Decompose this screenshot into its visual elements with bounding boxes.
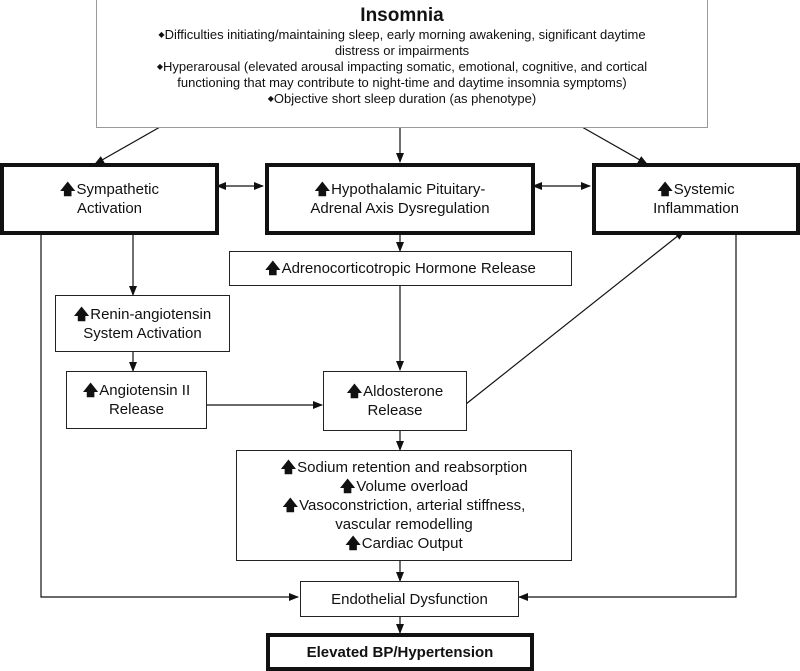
- up-arrow-icon: 🡅: [265, 260, 281, 277]
- sympathetic-activation-box: 🡅Sympathetic Activation: [0, 163, 219, 235]
- up-arrow-icon: 🡅: [82, 382, 99, 399]
- up-arrow-icon: 🡅: [339, 478, 356, 495]
- bullet-icon: ◆: [158, 30, 165, 39]
- insomnia-box: Insomnia ◆Difficulties initiating/mainta…: [96, 0, 708, 128]
- cardiovascular-effects-box: 🡅Sodium retention and reabsorption 🡅Volu…: [236, 450, 572, 561]
- acth-release-box: 🡅Adrenocorticotropic Hormone Release: [229, 251, 572, 286]
- bullet-icon: ◆: [156, 62, 163, 71]
- up-arrow-icon: 🡅: [346, 383, 363, 400]
- arrow-aldosterone-inflammation: [465, 230, 685, 405]
- insomnia-symptom-2: ◆Hyperarousal (elevated arousal impactin…: [156, 59, 648, 74]
- insomnia-title: Insomnia: [360, 5, 444, 26]
- up-arrow-icon: 🡅: [280, 459, 297, 476]
- arrow-insomnia-inflammation: [581, 126, 648, 165]
- bullet-icon: ◆: [267, 94, 274, 103]
- up-arrow-icon: 🡅: [73, 305, 90, 323]
- up-arrow-icon: 🡅: [314, 181, 331, 198]
- arrow-insomnia-sympathetic: [94, 126, 161, 165]
- arrow-inflammation-endothelial: [518, 233, 737, 601]
- insomnia-symptom-2-cont: functioning that may contribute to night…: [177, 75, 627, 90]
- hypertension-box: Elevated BP/Hypertension: [266, 633, 534, 671]
- angiotensin-ii-box: 🡅Angiotensin II Release: [66, 371, 207, 429]
- arrow-sympathetic-endothelial: [40, 233, 299, 601]
- systemic-inflammation-box: 🡅Systemic Inflammation: [592, 163, 800, 235]
- endothelial-dysfunction-box: Endothelial Dysfunction: [300, 581, 519, 617]
- aldosterone-box: 🡅Aldosterone Release: [323, 371, 467, 431]
- hpa-axis-box: 🡅Hypothalamic Pituitary- Adrenal Axis Dy…: [265, 163, 535, 235]
- up-arrow-icon: 🡅: [60, 181, 76, 198]
- renin-angiotensin-box: 🡅Renin-angiotensin System Activation: [55, 295, 230, 352]
- insomnia-symptom-3: ◆Objective short sleep duration (as phen…: [267, 91, 537, 106]
- up-arrow-icon: 🡅: [657, 181, 673, 198]
- insomnia-symptom-1-cont: distress or impairments: [334, 43, 470, 58]
- insomnia-symptom-1: ◆Difficulties initiating/maintaining sle…: [158, 27, 646, 42]
- up-arrow-icon: 🡅: [345, 535, 361, 552]
- up-arrow-icon: 🡅: [282, 497, 299, 514]
